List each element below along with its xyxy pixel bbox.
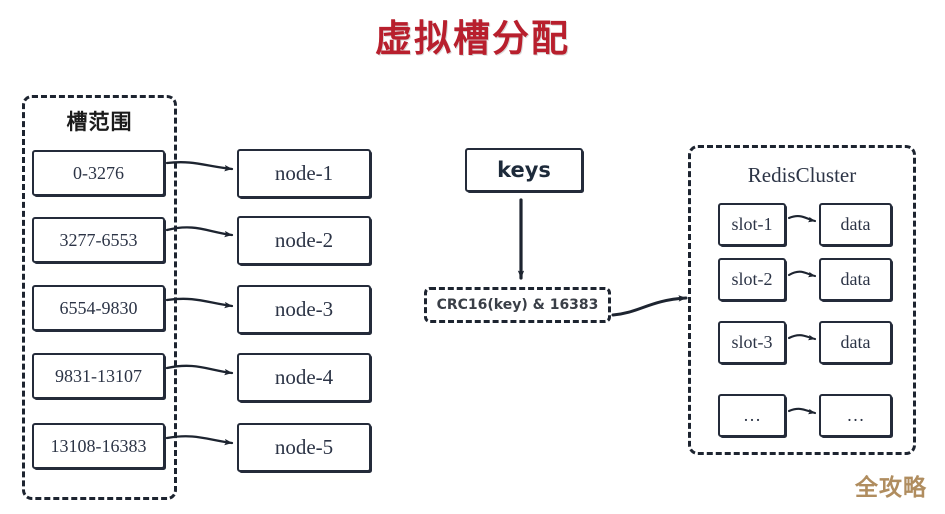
slot-range-panel-label: 槽范围	[66, 110, 133, 134]
cluster-slot-label-3: slot-3	[731, 332, 773, 352]
slot-range-panel	[22, 95, 177, 500]
cluster-data-box-3: data	[819, 321, 892, 364]
cluster-slot-label-1: slot-1	[731, 214, 773, 234]
cluster-data-box-2: data	[819, 258, 892, 301]
keys-label: keys	[497, 158, 551, 182]
slot-range-box-1: 3277-6553	[32, 217, 165, 263]
node-label-5: node-5	[274, 435, 334, 459]
node-label-3: node-3	[274, 297, 334, 321]
node-box-1: node-1	[237, 149, 371, 198]
redis-cluster-panel	[688, 145, 916, 455]
cluster-data-label-2: data	[840, 269, 871, 289]
slot-range-label-1: 3277-6553	[59, 229, 138, 250]
slot-range-label-0: 0-3276	[73, 162, 124, 183]
node-label-1: node-1	[274, 161, 334, 185]
cluster-data-box-more: …	[819, 394, 892, 437]
cluster-slot-box-1: slot-1	[718, 203, 786, 246]
node-box-2: node-2	[237, 216, 371, 265]
slot-range-label-3: 9831-13107	[55, 365, 142, 386]
cluster-slot-box-more: …	[718, 394, 786, 437]
slot-range-label-4: 13108-16383	[50, 435, 147, 456]
cluster-data-label-more: …	[846, 405, 865, 425]
slot-range-label-2: 6554-9830	[59, 297, 138, 318]
slot-range-box-2: 6554-9830	[32, 285, 165, 331]
keys-box: keys	[465, 148, 583, 192]
redis-cluster-panel-label: RedisCluster	[747, 163, 857, 187]
cluster-slot-label-2: slot-2	[731, 269, 773, 289]
cluster-slot-box-3: slot-3	[718, 321, 786, 364]
node-box-5: node-5	[237, 423, 371, 472]
cluster-slot-label-more: …	[743, 405, 761, 425]
watermark-logo: 全攻略	[855, 475, 927, 501]
node-box-4: node-4	[237, 353, 371, 402]
cluster-slot-box-2: slot-2	[718, 258, 786, 301]
slot-range-box-3: 9831-13107	[32, 353, 165, 399]
slot-range-box-0: 0-3276	[32, 150, 165, 196]
cluster-data-box-1: data	[819, 203, 892, 246]
slot-range-box-4: 13108-16383	[32, 423, 165, 469]
arrow-hash-to-cluster	[611, 295, 688, 317]
node-box-3: node-3	[237, 285, 371, 334]
node-label-4: node-4	[274, 365, 334, 389]
cluster-data-label-1: data	[840, 214, 871, 234]
page-title: 虚拟槽分配	[375, 17, 570, 60]
hash-formula-label: CRC16(key) & 16383	[436, 297, 599, 313]
hash-formula-box: CRC16(key) & 16383	[424, 287, 611, 323]
node-label-2: node-2	[274, 228, 334, 252]
cluster-data-label-3: data	[840, 332, 871, 352]
